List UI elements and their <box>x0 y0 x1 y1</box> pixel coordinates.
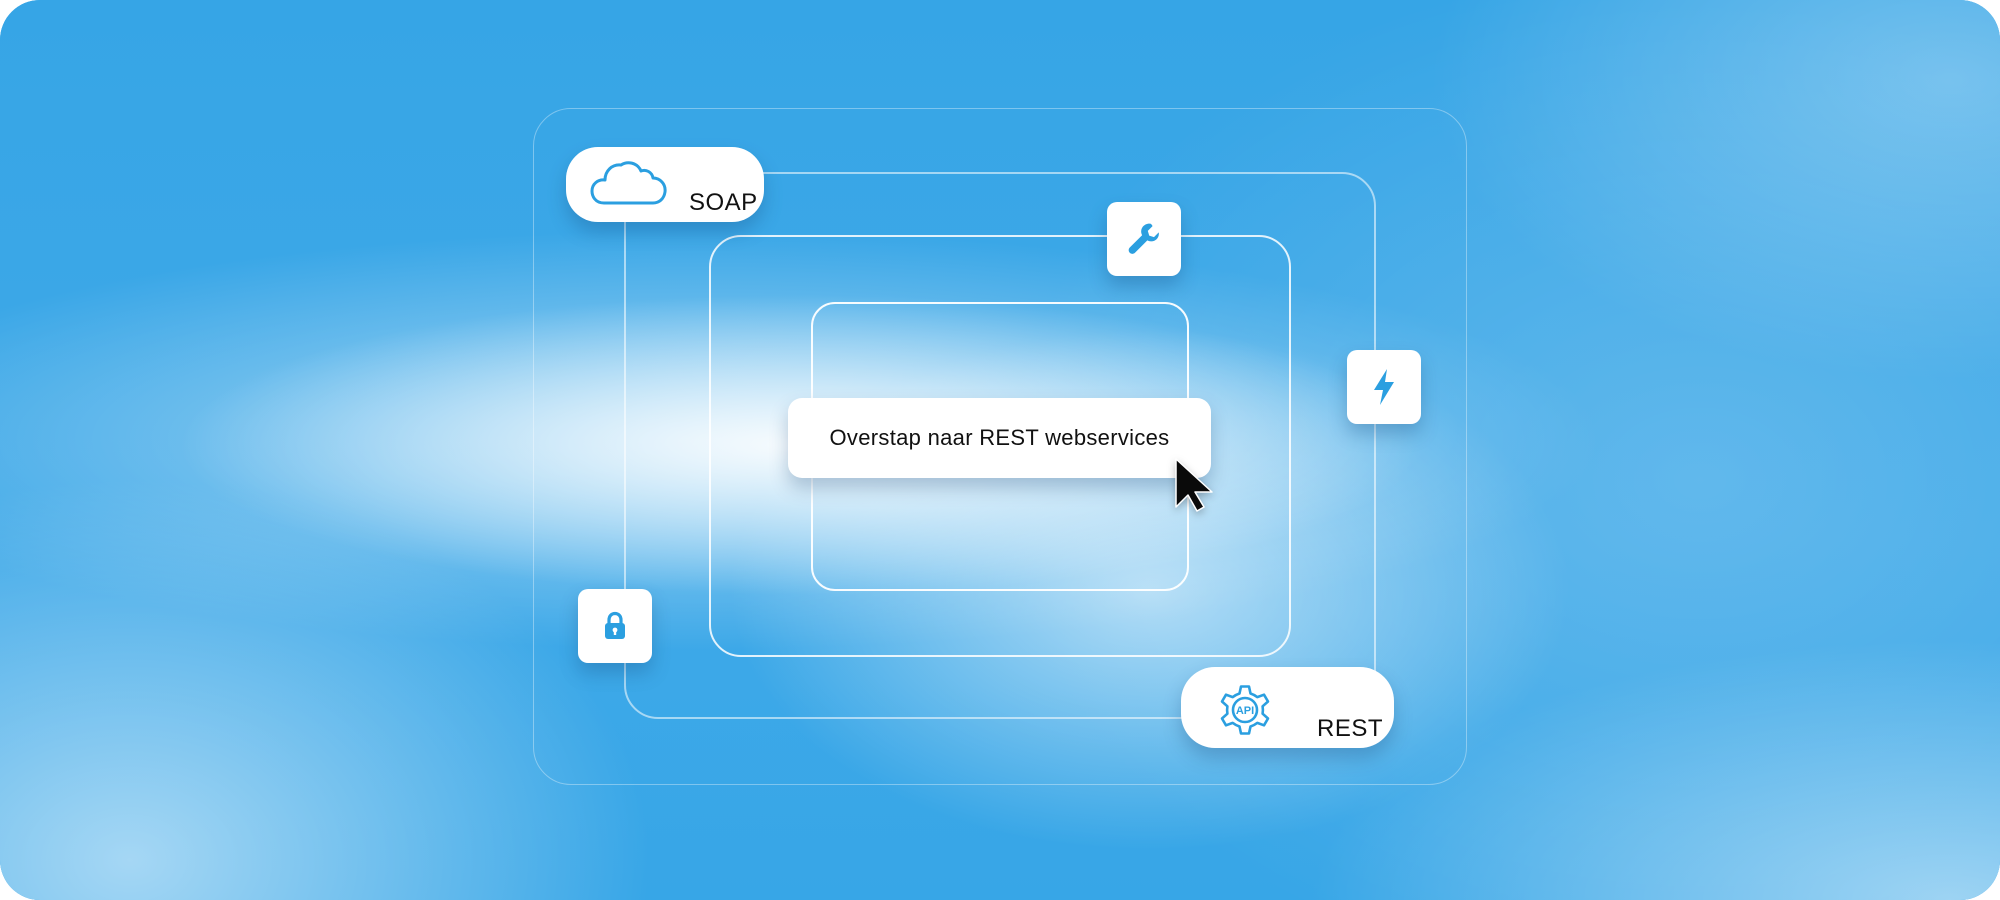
padlock-tile <box>578 589 652 663</box>
lightning-bolt-icon <box>1374 369 1394 405</box>
api-icon-text: API <box>1236 705 1254 717</box>
soap-label: SOAP <box>689 189 758 216</box>
cloud-icon <box>590 161 667 205</box>
wrench-icon <box>1128 223 1159 254</box>
frame-second <box>624 172 1376 719</box>
lightning-tile <box>1347 350 1421 424</box>
soap-badge: SOAP <box>566 147 764 222</box>
outer-frame <box>533 108 1467 785</box>
wrench-tile <box>1107 202 1181 276</box>
main-title: Overstap naar REST webservices <box>829 425 1170 450</box>
rest-badge: API REST <box>1181 667 1394 748</box>
padlock-icon <box>605 611 625 639</box>
rest-label: REST <box>1317 715 1384 742</box>
mouse-cursor-icon <box>1175 458 1213 512</box>
transition-cta-card[interactable]: Overstap naar REST webservices <box>788 398 1211 478</box>
frame-third <box>709 235 1291 657</box>
api-gear-icon: API <box>1220 685 1270 735</box>
